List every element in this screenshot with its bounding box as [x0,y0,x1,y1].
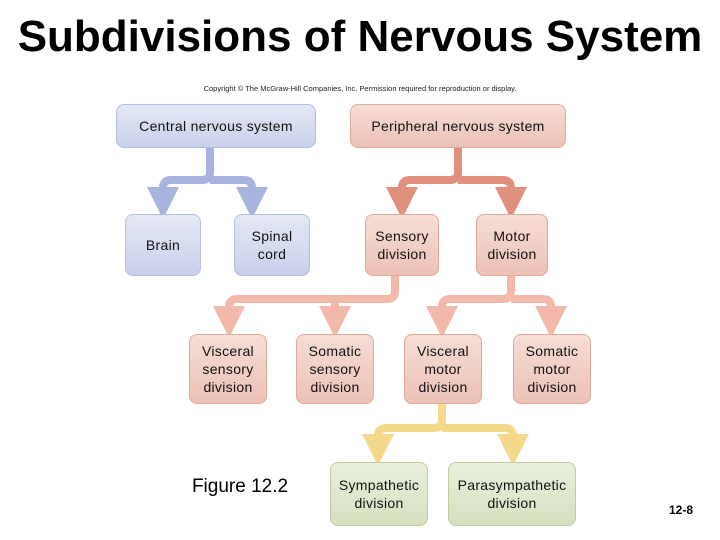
visceral-motor-box: Visceral motor division [404,334,482,404]
somatic-sensory-label: Somatic sensory division [308,343,362,395]
cns-box: Central nervous system [116,104,316,148]
pns-label: Peripheral nervous system [371,118,545,134]
brain-box: Brain [125,214,201,276]
autonomic-connector [362,403,529,466]
sensory-division-box: Sensory division [365,214,439,276]
motor-connector [426,275,567,338]
sympathetic-label: Sympathetic division [338,477,420,511]
somatic-sensory-box: Somatic sensory division [296,334,374,404]
pns-connector [386,148,527,219]
somatic-motor-label: Somatic motor division [525,343,579,395]
copyright-notice: Copyright © The McGraw-Hill Companies, I… [203,84,517,93]
parasympathetic-label: Parasympathetic division [457,477,567,511]
somatic-motor-box: Somatic motor division [513,334,591,404]
spinal-cord-box: Spinal cord [234,214,310,276]
sympathetic-box: Sympathetic division [330,462,428,526]
figure-label: Figure 12.2 [191,476,289,497]
cns-label: Central nervous system [139,118,293,134]
motor-division-box: Motor division [476,214,548,276]
visceral-sensory-box: Visceral sensory division [189,334,267,404]
parasympathetic-box: Parasympathetic division [448,462,576,526]
sensory-division-label: Sensory division [375,228,429,262]
spinal-cord-label: Spinal cord [251,228,293,262]
visceral-motor-label: Visceral motor division [417,343,469,395]
page-number: 12-8 [668,503,694,517]
page-title: Subdivisions of Nervous System [17,12,703,61]
brain-label: Brain [145,237,181,253]
pns-box: Peripheral nervous system [350,104,566,148]
cns-connector [147,148,268,219]
visceral-sensory-label: Visceral sensory division [202,343,254,395]
motor-division-label: Motor division [487,228,537,262]
sensory-connector [213,275,399,338]
